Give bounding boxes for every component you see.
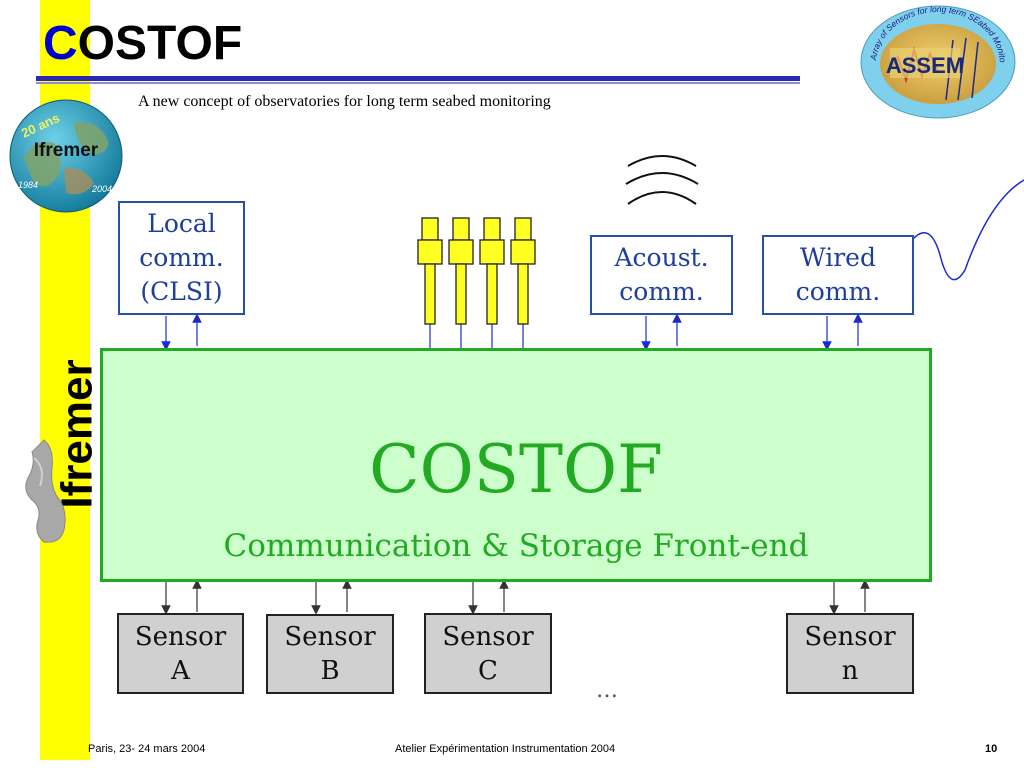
local-comm-line1: Local xyxy=(147,209,216,238)
costof-main-title: COSTOF xyxy=(369,431,663,508)
assem-logo: Array of Sensors for long term SEabed Mo… xyxy=(858,2,1016,119)
sensor-c-box: Sensor C xyxy=(424,613,552,694)
acoustic-comm-line2: comm. xyxy=(619,277,704,306)
acoustic-waves-icon xyxy=(625,155,699,205)
acoustic-comm-box: Acoust. comm. xyxy=(590,235,733,315)
slide-title-rest: OSTOF xyxy=(77,17,243,70)
wired-comm-box: Wired comm. xyxy=(762,235,914,315)
sensor-c-line1: Sensor xyxy=(442,621,534,652)
wired-cable-icon xyxy=(911,179,1024,281)
sensor-b-box: Sensor B xyxy=(266,614,394,694)
sensor-n-box: Sensor n xyxy=(786,613,914,694)
title-underline-light xyxy=(36,82,800,84)
sensor-b-line1: Sensor xyxy=(284,622,376,652)
sensor-n-line2: n xyxy=(841,655,859,686)
footer-page-number: 10 xyxy=(985,743,998,755)
local-comm-line2: comm. xyxy=(139,243,224,272)
sensor-a-line1: Sensor xyxy=(134,621,227,652)
sensor-a-line2: A xyxy=(171,655,190,686)
ifremer-logo-text: Ifremer xyxy=(34,140,99,161)
local-comm-box: Local comm. (CLSI) xyxy=(118,201,245,315)
sensor-ellipsis: … xyxy=(596,678,618,703)
connector-plugs xyxy=(417,217,536,325)
ifremer-logo-year-right: 2004 xyxy=(91,184,112,194)
assem-logo-text: ASSEM xyxy=(886,53,964,78)
wired-comm-line2: comm. xyxy=(795,277,881,306)
acoustic-comm-line1: Acoust. xyxy=(614,243,709,272)
slide-title-first-letter: C xyxy=(43,17,78,70)
ifremer-logo-year-left: 1984 xyxy=(18,180,38,190)
slide-title: COSTOF xyxy=(43,14,242,74)
slide-subtitle: A new concept of observatories for long … xyxy=(138,93,551,110)
costof-main-block xyxy=(100,348,932,582)
sensor-c-line2: C xyxy=(478,655,498,686)
ifremer-globe-logo: Ifremer 20 ans 1984 2004 xyxy=(9,99,123,213)
footer-left: Paris, 23- 24 mars 2004 xyxy=(88,743,206,755)
footer-center: Atelier Expérimentation Instrumentation … xyxy=(395,743,616,755)
wired-comm-line1: Wired xyxy=(799,243,876,272)
sensor-b-line2: B xyxy=(320,656,340,686)
ifremer-emblem-icon xyxy=(25,439,66,543)
costof-main-subtitle: Communication & Storage Front-end xyxy=(223,528,809,564)
sensor-n-line1: Sensor xyxy=(804,621,896,652)
title-underline xyxy=(36,76,800,81)
sensor-a-box: Sensor A xyxy=(117,613,244,694)
local-comm-line3: (CLSI) xyxy=(140,277,223,306)
